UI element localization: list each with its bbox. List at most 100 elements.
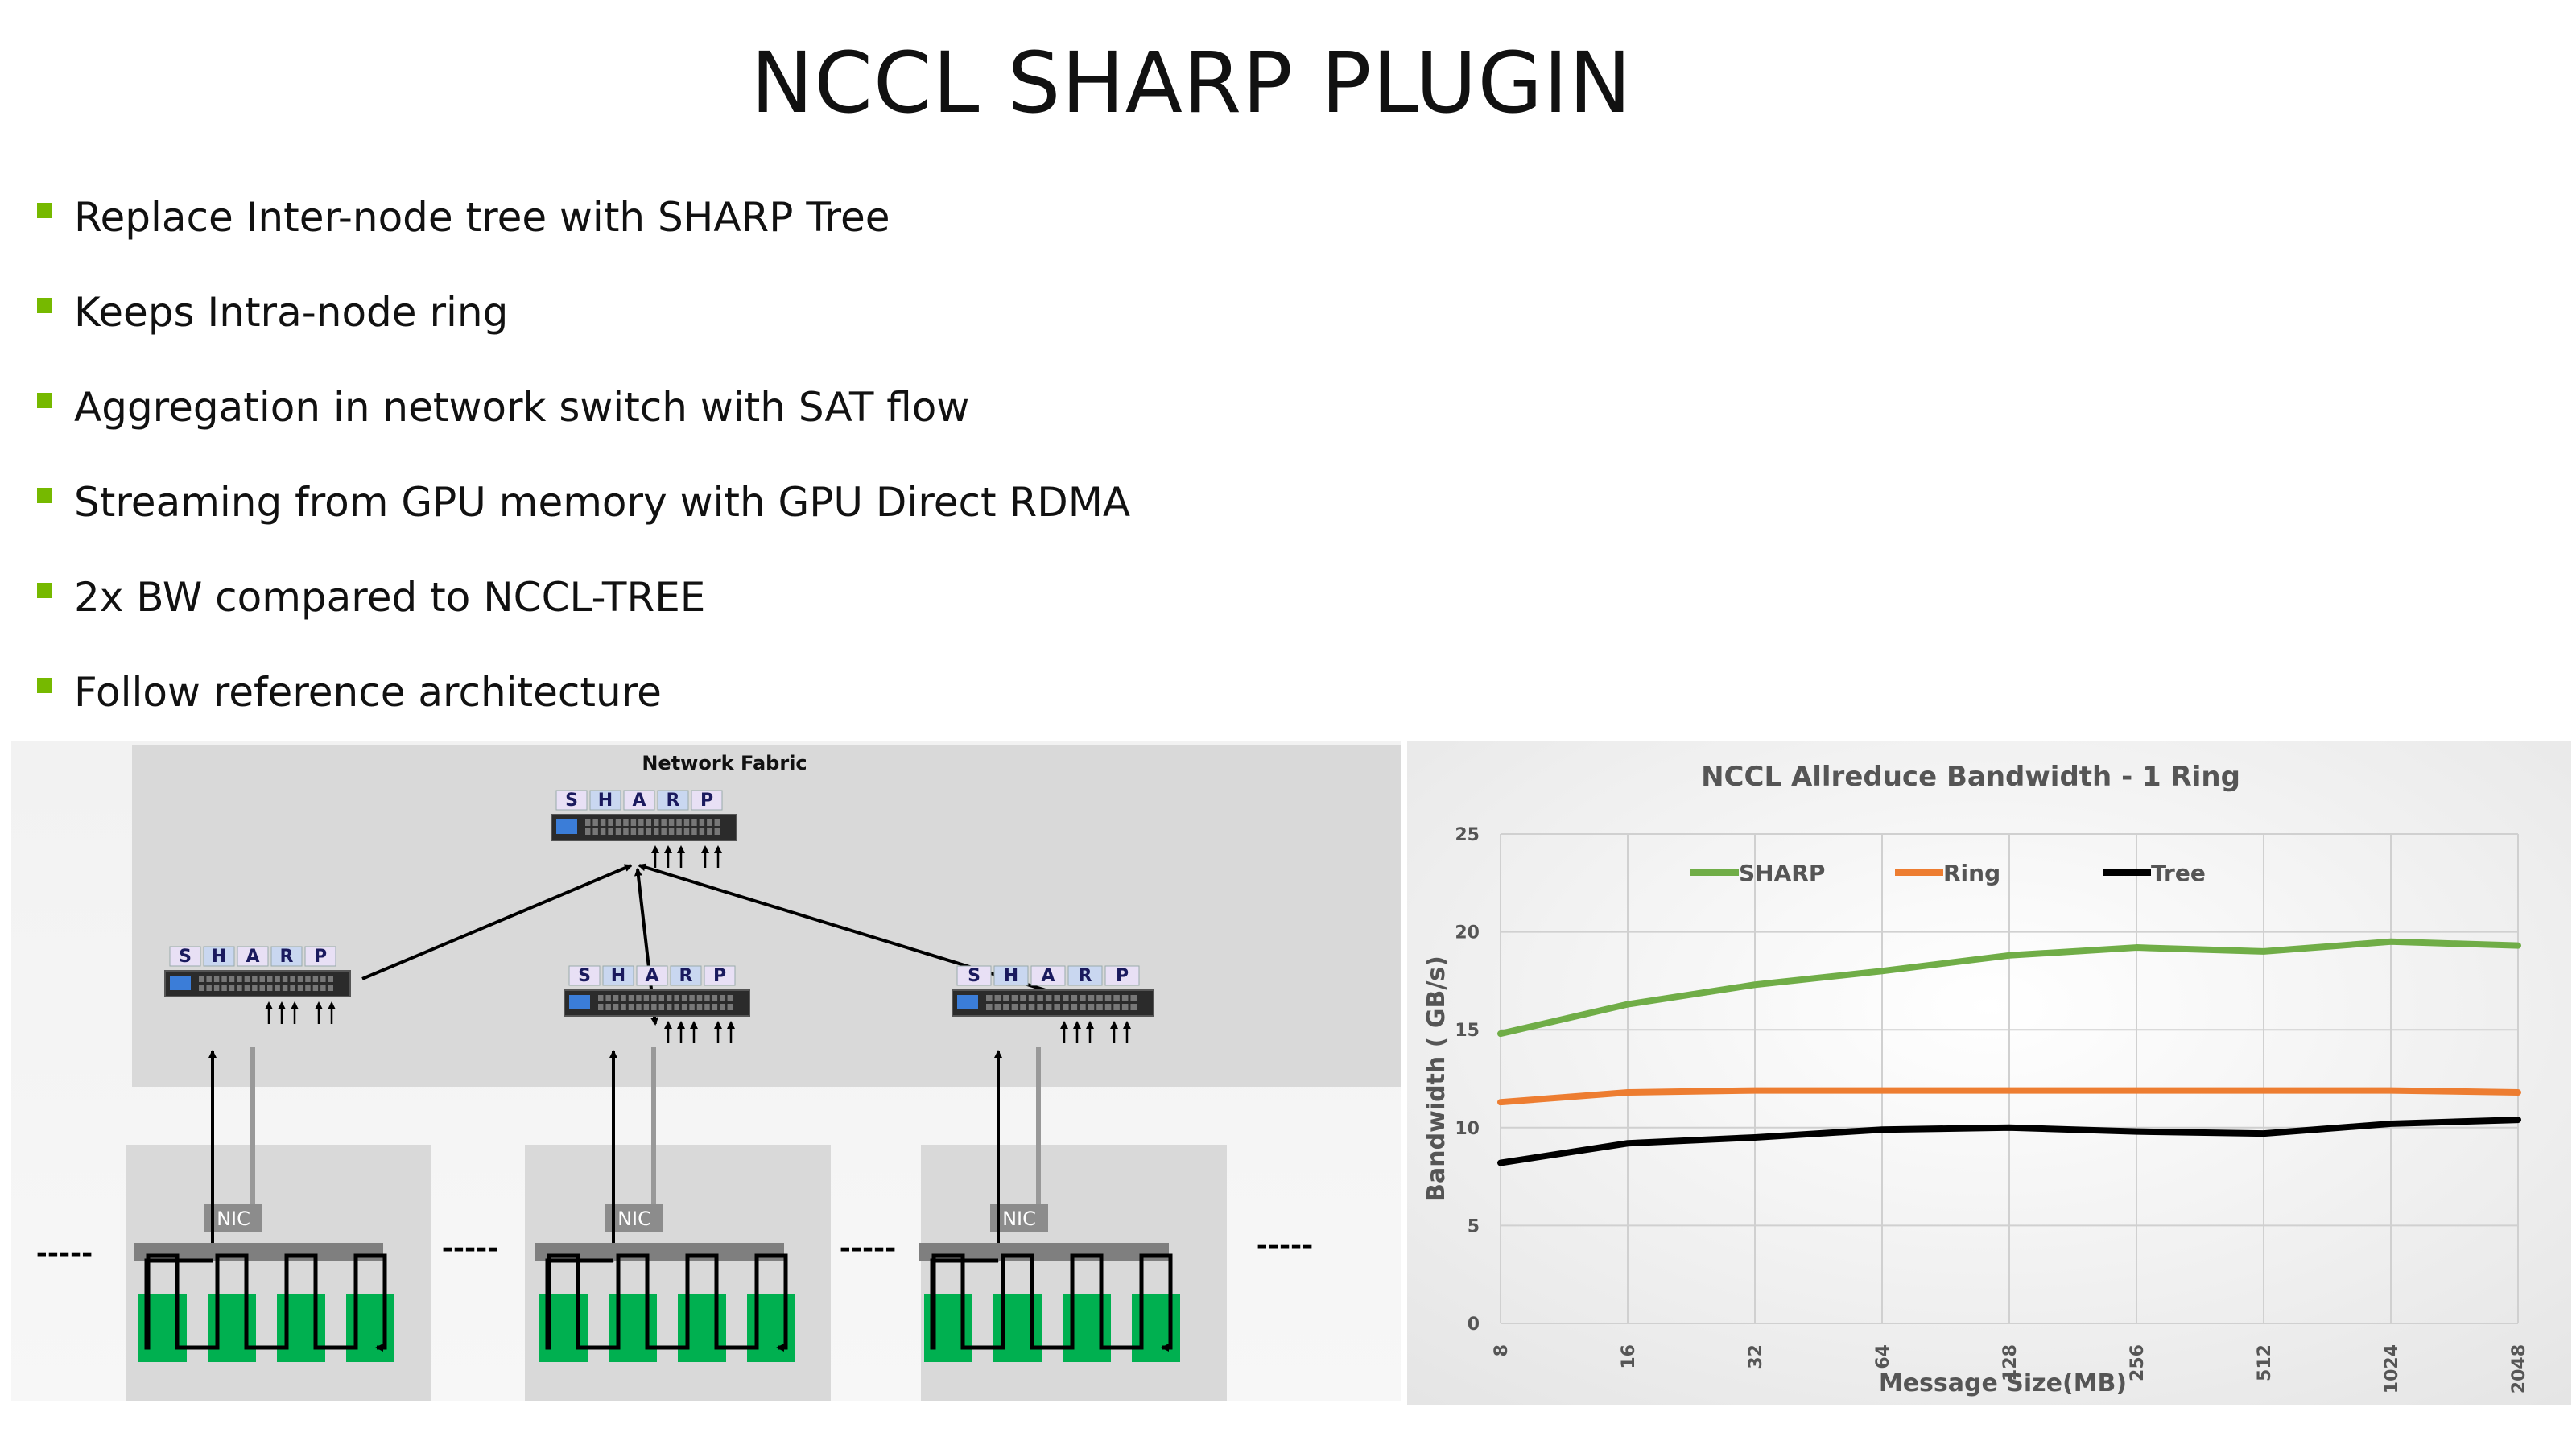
network-fabric-area <box>132 745 1401 1087</box>
chart-background <box>1407 741 2571 1405</box>
switch-port <box>1037 1004 1043 1010</box>
bullet-item: Follow reference architecture <box>37 656 1130 751</box>
intra-node-ring <box>144 1253 387 1352</box>
sharp-letter: A <box>645 966 658 986</box>
switch-port <box>312 985 319 991</box>
switch-port <box>643 995 650 1001</box>
pcie-bar <box>134 1243 383 1261</box>
switch-port <box>1096 995 1103 1001</box>
switch-port <box>643 1004 650 1010</box>
sharp-letter-tile <box>203 946 235 967</box>
x-tick-label: 2048 <box>2509 1344 2529 1393</box>
switch-port <box>654 819 659 826</box>
intra-node-ring <box>930 1253 1173 1352</box>
y-tick-label: 10 <box>1455 1119 1480 1139</box>
switch-port <box>1113 995 1120 1001</box>
switch-port <box>259 985 265 991</box>
switch-port <box>320 985 326 991</box>
x-tick-label: 128 <box>2000 1344 2021 1381</box>
switch-port <box>1080 995 1086 1001</box>
switch-port <box>221 985 227 991</box>
sharp-letter-tile <box>568 965 601 986</box>
switch-port <box>290 985 295 991</box>
switch-port <box>1028 1004 1035 1010</box>
switch-port <box>585 819 591 826</box>
switch-label-plate <box>569 995 590 1009</box>
switch-port <box>668 828 675 835</box>
sharp-letter-tile <box>304 946 336 967</box>
more-nodes-ellipsis: ----- <box>1257 1229 1314 1261</box>
switch-port <box>646 819 651 826</box>
sharp-letter: R <box>1079 966 1092 986</box>
switch-port <box>681 995 687 1001</box>
sharp-letter: S <box>578 966 591 986</box>
switch-port <box>689 995 695 1001</box>
server-node: NIC <box>535 1046 795 1362</box>
switch-port <box>668 819 675 826</box>
y-tick-label: 15 <box>1455 1021 1480 1041</box>
switch-port <box>1045 1004 1052 1010</box>
pcie-bar <box>535 1243 784 1261</box>
sharp-letter: S <box>968 966 980 986</box>
switch-port <box>651 1004 657 1010</box>
sharp-letter: A <box>1041 966 1055 986</box>
switch-port <box>1063 995 1069 1001</box>
switch-port <box>1003 1004 1009 1010</box>
switch-port <box>237 976 242 982</box>
sharp-letter-tile <box>623 790 655 811</box>
switch-port <box>681 1004 687 1010</box>
nic-label: NIC <box>1002 1208 1036 1230</box>
sharp-letter: P <box>314 947 327 967</box>
bullet-text: Follow reference architecture <box>74 669 662 716</box>
x-tick-label: 16 <box>1619 1344 1639 1369</box>
switch-port <box>638 828 644 835</box>
switch-port <box>699 828 705 835</box>
switch-port <box>994 995 1001 1001</box>
series-line-tree <box>1497 1117 2521 1166</box>
bullet-text: Aggregation in network switch with SAT f… <box>74 384 970 431</box>
switch-port <box>658 1004 664 1010</box>
intra-node-ring <box>545 1253 788 1352</box>
sharp-letter-tile <box>270 946 303 967</box>
bullet-text: Keeps Intra-node ring <box>74 289 509 336</box>
switch-port <box>1071 1004 1078 1010</box>
switch-port <box>267 985 273 991</box>
switch-port <box>605 1004 611 1010</box>
gpu-block <box>277 1294 325 1362</box>
switch-port <box>712 1004 718 1010</box>
sharp-letter: P <box>1116 966 1129 986</box>
switch-port <box>615 828 621 835</box>
switch-port <box>1020 1004 1026 1010</box>
switch-port <box>259 976 265 982</box>
sharp-letter: H <box>1004 966 1018 986</box>
sharp-letter: S <box>179 947 192 967</box>
sharp-letter-tile <box>1067 965 1103 986</box>
bullet-item: Replace Inter-node tree with SHARP Tree <box>37 181 1130 276</box>
sharp-letter: H <box>212 947 226 967</box>
switch-port <box>623 819 629 826</box>
more-nodes-ellipsis: ----- <box>840 1232 897 1265</box>
switch-port <box>328 985 333 991</box>
switch-port <box>608 828 613 835</box>
switch-port <box>592 819 598 826</box>
switch-port <box>1003 995 1009 1001</box>
x-tick-label: 8 <box>1492 1344 1512 1356</box>
switch-port <box>608 819 613 826</box>
switch-port <box>683 828 690 835</box>
x-tick-label: 64 <box>1873 1344 1893 1369</box>
switch-chassis <box>551 814 737 841</box>
network-fabric-label: Network Fabric <box>642 752 807 774</box>
switch-port <box>994 1004 1001 1010</box>
sharp-letter: R <box>667 791 680 811</box>
switch-port <box>636 995 642 1001</box>
switch-port <box>328 976 333 982</box>
gpu-block <box>747 1294 795 1362</box>
bullet-item: 2x BW compared to NCCL-TREE <box>37 561 1130 656</box>
switch-port <box>704 995 710 1001</box>
gpu-block <box>346 1294 394 1362</box>
y-tick-label: 25 <box>1455 825 1480 845</box>
